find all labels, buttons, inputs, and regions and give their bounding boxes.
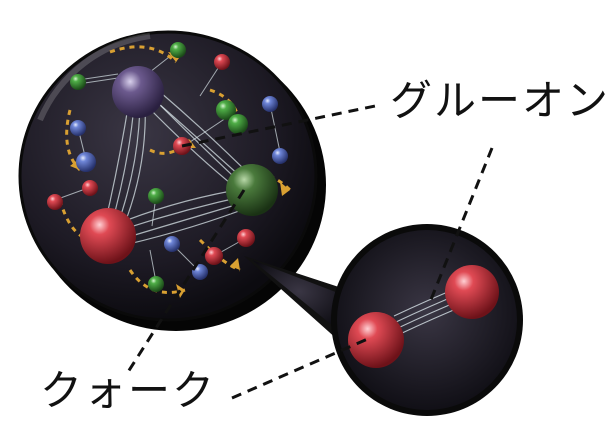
small-quarks (47, 42, 288, 292)
gluon-label: グルーオン (390, 76, 608, 125)
zoom-quark-pair (348, 265, 499, 368)
leader-lines (126, 103, 494, 400)
quark-label: クォーク (40, 366, 217, 415)
large-quarks (80, 66, 278, 264)
